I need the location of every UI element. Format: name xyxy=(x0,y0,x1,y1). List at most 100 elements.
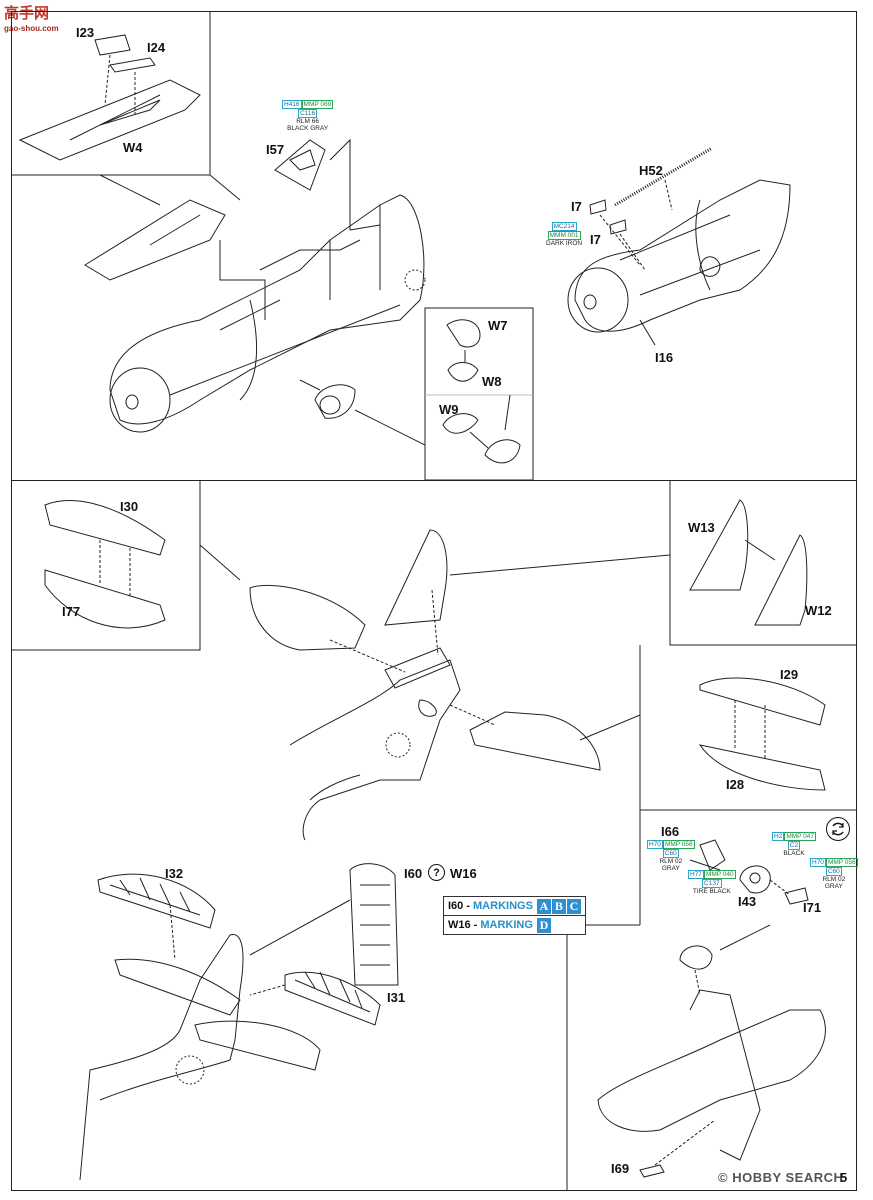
marking-row-i60: I60 - MARKINGS A B C xyxy=(444,897,585,916)
paint-name-2: GRAY xyxy=(824,883,843,890)
paint-callout-rlm02-a: H70 MMP 056 C60 RLM 02 GRAY xyxy=(647,840,695,872)
paint-callout-rlm02-b: H70 MMP 056 C60 RLM 02 GRAY xyxy=(810,858,858,890)
paint-code-3: C60 xyxy=(825,867,842,876)
label-i57: I57 xyxy=(266,142,285,157)
exhaust-cover xyxy=(314,384,356,419)
label-i43: I43 xyxy=(738,894,757,909)
tail-fuselage xyxy=(289,659,461,841)
marking-row-w16: W16 - MARKING D xyxy=(444,916,585,934)
paint-code-1: H416 xyxy=(282,100,302,109)
inset-frame-w7 xyxy=(424,307,534,481)
paint-code-1: H77 xyxy=(688,870,704,879)
fuselage-right xyxy=(574,179,791,332)
paint-name: BLACK xyxy=(783,850,805,857)
part-i29 xyxy=(699,677,826,726)
inset-frame-tailwheel xyxy=(566,924,640,1190)
logo-url: gao-shou.com xyxy=(4,24,59,33)
paint-code-3: C2 xyxy=(787,841,801,850)
inset-frame-i30 xyxy=(12,480,201,651)
paint-code-3: C60 xyxy=(662,849,679,858)
markings-table: I60 - MARKINGS A B C W16 - MARKING D xyxy=(443,896,586,935)
paint-code-3: C137 xyxy=(702,879,722,888)
label-i23: I23 xyxy=(76,25,95,40)
label-i29: I29 xyxy=(780,667,799,682)
label-w9: W9 xyxy=(439,402,459,417)
part-i32 xyxy=(97,873,216,929)
paint-name: RLM 66 xyxy=(296,118,319,125)
label-h52: H52 xyxy=(639,163,663,178)
site-logo: 高手网 gao-shou.com xyxy=(4,6,59,36)
part-i23 xyxy=(94,34,131,56)
label-i69: I69 xyxy=(611,1161,630,1176)
paint-name-2: GRAY xyxy=(661,865,680,872)
part-i31 xyxy=(284,971,381,1026)
page-number: 5 xyxy=(840,1170,848,1185)
paint-code-1: H70 xyxy=(647,840,663,849)
paint-name: TIRE BLACK xyxy=(692,888,731,895)
tail-fin xyxy=(384,529,448,626)
label-w13: W13 xyxy=(688,520,715,535)
marking-letter-a: A xyxy=(536,898,551,914)
paint-callout-black: H2 MMP 047 C2 BLACK xyxy=(772,832,817,857)
marking-letter-d: D xyxy=(536,917,551,933)
marking-text: MARKINGS xyxy=(473,900,533,912)
part-i77 xyxy=(44,569,166,629)
part-i28 xyxy=(698,744,826,791)
marking-letter-b: B xyxy=(551,898,566,914)
rotate-arrows-icon xyxy=(832,822,844,836)
paint-code-2: MMP 089 xyxy=(301,100,334,109)
marking-part: W16 - xyxy=(448,919,478,931)
label-i28: I28 xyxy=(726,777,745,792)
rotate-icon xyxy=(826,817,850,841)
label-i7-bottom: I7 xyxy=(590,232,601,247)
marking-letter-c: C xyxy=(566,898,581,914)
part-i30 xyxy=(44,500,166,556)
paint-name: RLM 02 xyxy=(659,858,683,865)
help-icon: ? xyxy=(428,864,445,881)
part-i60 xyxy=(349,863,399,986)
paint-code-2: MMM 001 xyxy=(547,231,581,240)
label-w8: W8 xyxy=(482,374,502,389)
label-i66: I66 xyxy=(661,824,680,839)
paint-code-1: MC214 xyxy=(551,222,577,231)
paint-code-2: MMP 040 xyxy=(703,870,736,879)
part-i57 xyxy=(274,139,326,191)
paint-code-1: H2 xyxy=(772,832,785,841)
label-i77: I77 xyxy=(62,604,81,619)
paint-callout-dark-iron: MC214 MMM 001 DARK IRON xyxy=(546,222,582,247)
page-frame xyxy=(11,11,857,1191)
label-i7-top: I7 xyxy=(571,199,582,214)
inset-frame-i29 xyxy=(639,645,857,811)
paint-code-1: H70 xyxy=(810,858,826,867)
paint-code-2: MMP 056 xyxy=(662,840,695,849)
paint-name: RLM 02 xyxy=(822,876,846,883)
label-w12: W12 xyxy=(805,603,832,618)
tail-bottom-right xyxy=(597,1009,826,1132)
paint-code-3: C116 xyxy=(298,109,318,118)
part-w4 xyxy=(18,79,201,161)
label-i71: I71 xyxy=(803,900,822,915)
logo-text: 高手网 xyxy=(4,5,50,22)
paint-code-2: MMP 056 xyxy=(825,858,858,867)
marking-part: I60 - xyxy=(448,900,471,912)
label-i30: I30 xyxy=(120,499,139,514)
label-i32: I32 xyxy=(165,866,184,881)
paint-callout-tire-black: H77 MMP 040 C137 TIRE BLACK xyxy=(688,870,736,895)
fuselage-front xyxy=(109,194,425,425)
paint-callout-rlm66: H416 MMP 089 C116 RLM 66 BLACK GRAY xyxy=(282,100,334,132)
label-w16: W16 xyxy=(450,866,477,881)
paint-code-2: MMP 047 xyxy=(784,832,817,841)
label-w7: W7 xyxy=(488,318,508,333)
label-i60: I60 xyxy=(404,866,423,881)
paint-name: DARK IRON xyxy=(546,240,583,247)
marking-text: MARKING xyxy=(480,919,533,931)
tail-bottom-left xyxy=(79,934,244,1181)
label-i31: I31 xyxy=(387,990,406,1005)
inset-frame-w13 xyxy=(669,480,857,646)
label-i16: I16 xyxy=(655,350,674,365)
hobby-search-watermark: © HOBBY SEARCH xyxy=(718,1170,844,1185)
part-i24 xyxy=(109,57,156,73)
label-i24: I24 xyxy=(147,40,166,55)
label-w4: W4 xyxy=(123,140,143,155)
